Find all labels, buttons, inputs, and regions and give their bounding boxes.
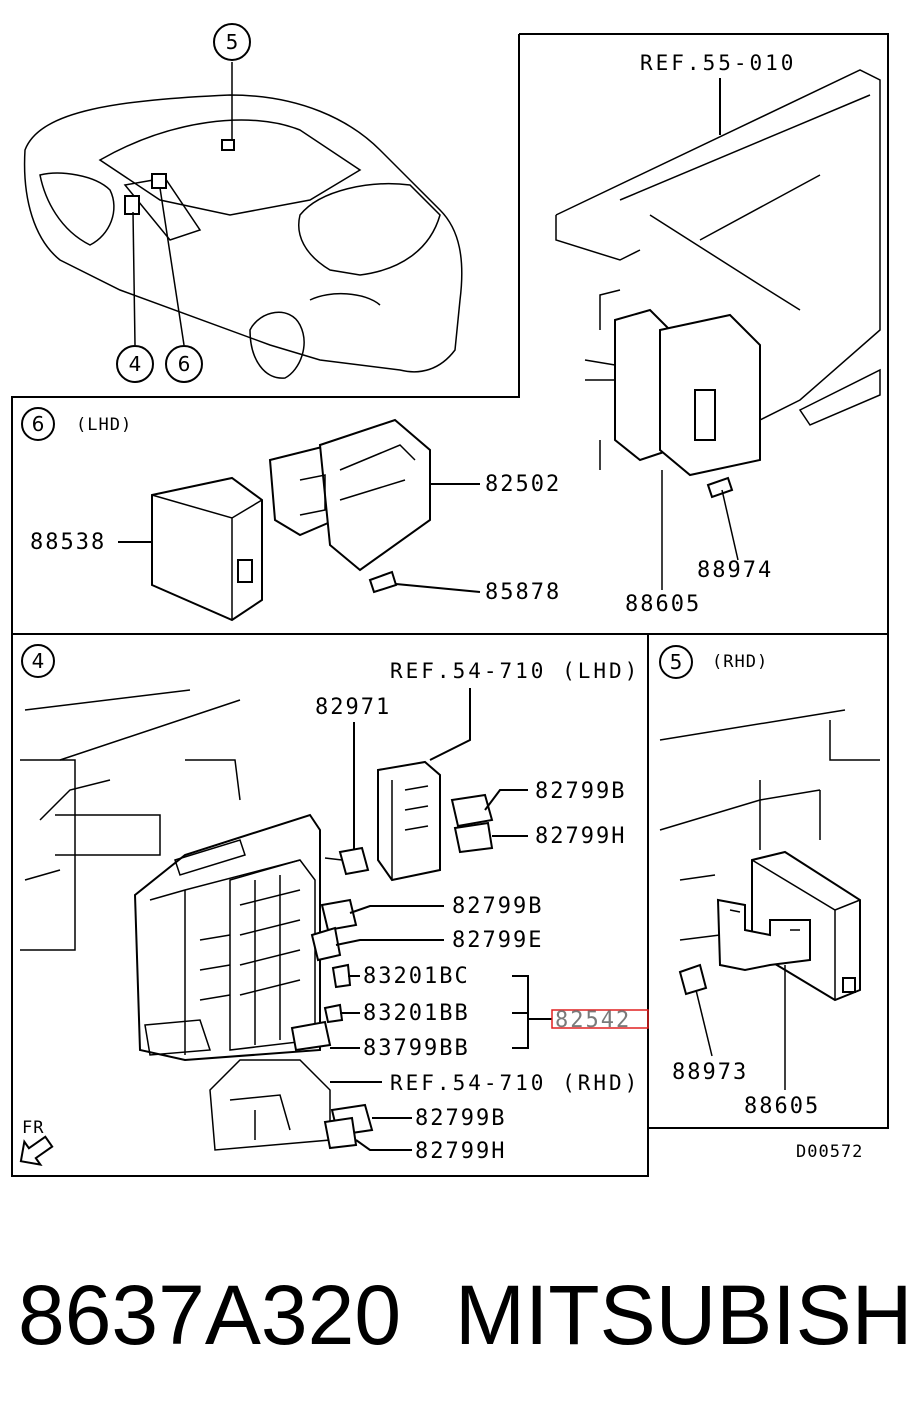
label-82799H-1: 82799H <box>535 824 626 849</box>
label-82971: 82971 <box>315 695 391 720</box>
part-number: 8637A320 <box>18 1268 402 1362</box>
label-88973: 88973 <box>672 1060 748 1085</box>
fr-label: FR <box>22 1118 44 1138</box>
label-82799H-2: 82799H <box>415 1139 506 1164</box>
label-82799B-3: 82799B <box>415 1106 506 1131</box>
callout-6-top-label: 6 <box>178 352 191 376</box>
panel-6: 6 (LHD) 88538 82502 85878 <box>21 407 561 622</box>
footer: 8637A320 MITSUBISHI <box>0 1265 909 1375</box>
ref-54-710-rhd: REF.54-710 (RHD) <box>390 1071 640 1095</box>
label-88605-bottom: 88605 <box>744 1094 820 1119</box>
ref-55-010: REF.55-010 <box>640 51 796 75</box>
car-illustration <box>23 62 463 379</box>
ref-54-710-lhd: REF.54-710 (LHD) <box>390 659 640 683</box>
callout-5-top: 5 <box>213 23 251 61</box>
label-82799B-1: 82799B <box>535 779 626 804</box>
label-82542: 82542 <box>555 1008 631 1033</box>
panel-6-caption: (LHD) <box>76 415 132 435</box>
panel-4: 4 REF.54-710 (LHD) 82971 82799B 82 <box>19 644 649 1167</box>
label-83799BB: 83799BB <box>363 1036 470 1061</box>
callout-4-top-label: 4 <box>129 352 142 376</box>
top-right-illustration: REF.55-010 88974 88605 <box>555 51 881 617</box>
callout-6-top: 6 <box>165 345 203 383</box>
brand-name: MITSUBISHI <box>455 1268 909 1362</box>
diagram-code: D00572 <box>796 1142 863 1162</box>
label-82799B-2: 82799B <box>452 894 543 919</box>
label-82502: 82502 <box>485 472 561 497</box>
label-88974: 88974 <box>697 558 773 583</box>
callout-5-top-label: 5 <box>226 30 239 54</box>
label-82799E: 82799E <box>452 928 543 953</box>
label-83201BC: 83201BC <box>363 964 470 989</box>
callout-4-top: 4 <box>116 345 154 383</box>
panel-5: 5 (RHD) 88973 88605 D00572 <box>659 645 880 1162</box>
label-88605-top: 88605 <box>625 592 701 617</box>
highlight-82542 <box>551 1009 649 1029</box>
panel-frames <box>11 33 889 1177</box>
label-85878: 85878 <box>485 580 561 605</box>
label-88538: 88538 <box>30 530 106 555</box>
callout-4-panel-label: 4 <box>32 649 45 673</box>
label-83201BB: 83201BB <box>363 1001 470 1026</box>
panel-5-caption: (RHD) <box>712 652 768 672</box>
callout-6-panel-label: 6 <box>32 412 45 436</box>
callout-5-panel-label: 5 <box>670 650 683 674</box>
